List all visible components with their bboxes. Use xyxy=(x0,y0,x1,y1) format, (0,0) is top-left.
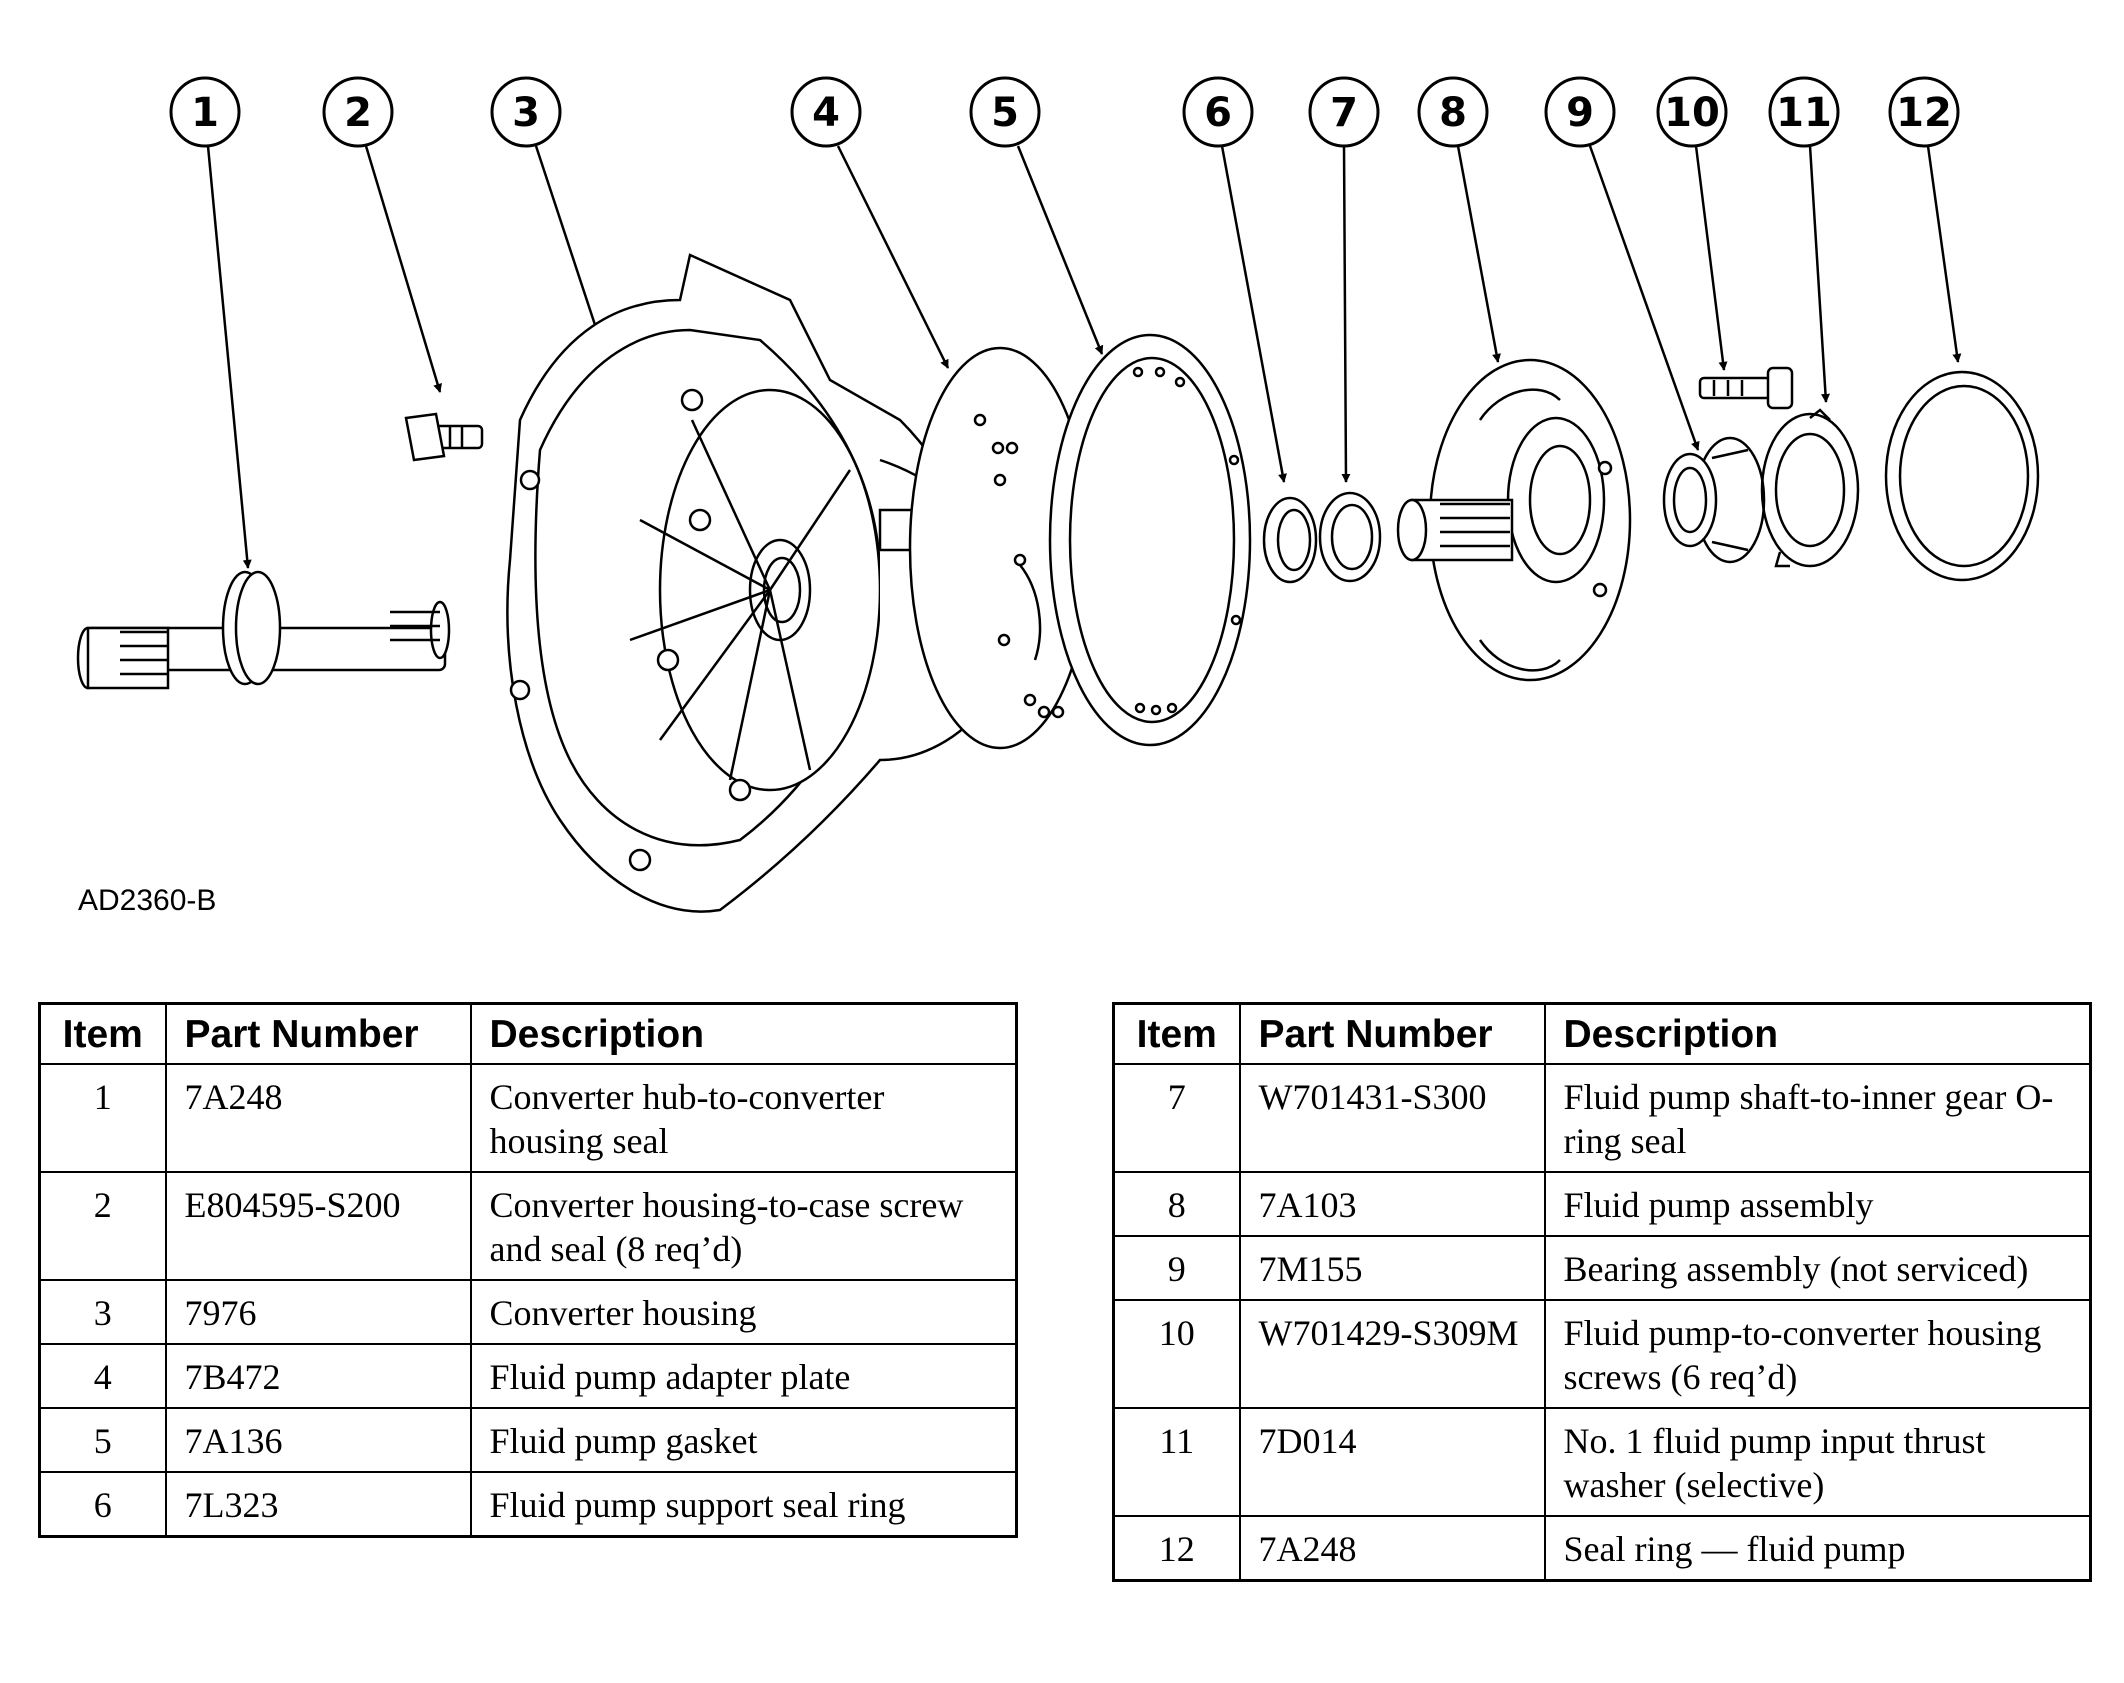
description-cell: Converter housing xyxy=(469,1279,1018,1345)
description-cell: Fluid pump-to-converter housing screws (… xyxy=(1543,1299,2092,1409)
item-cell: 7 xyxy=(1112,1063,1241,1173)
callout-10: 10 xyxy=(1664,90,1720,136)
header-description: Description xyxy=(469,1002,1018,1065)
table-row: 12 7A248 Seal ring — fluid pump xyxy=(1112,1515,2092,1582)
callout-9: 9 xyxy=(1566,90,1594,136)
item-cell: 3 xyxy=(38,1279,167,1345)
callout-11: 11 xyxy=(1776,90,1832,136)
part-number-cell: 7M155 xyxy=(1238,1235,1546,1301)
part-number-cell: 7A248 xyxy=(1238,1515,1546,1582)
figure-code: AD2360-B xyxy=(78,884,217,917)
table-row: 10 W701429-S309M Fluid pump-to-converter… xyxy=(1112,1299,2092,1409)
table-row: 6 7L323 Fluid pump support seal ring xyxy=(38,1471,1018,1538)
callout-8: 8 xyxy=(1439,90,1467,136)
description-cell: Fluid pump support seal ring xyxy=(469,1471,1018,1538)
item-cell: 9 xyxy=(1112,1235,1241,1301)
table-header-row: Item Part Number Description xyxy=(38,1002,1018,1065)
item-cell: 4 xyxy=(38,1343,167,1409)
description-cell: Fluid pump adapter plate xyxy=(469,1343,1018,1409)
description-cell: Bearing assembly (not serviced) xyxy=(1543,1235,2092,1301)
item-cell: 5 xyxy=(38,1407,167,1473)
table-row: 3 7976 Converter housing xyxy=(38,1279,1018,1345)
item-cell: 12 xyxy=(1112,1515,1241,1582)
callout-group xyxy=(169,76,1960,148)
table-row: 4 7B472 Fluid pump adapter plate xyxy=(38,1343,1018,1409)
table-row: 11 7D014 No. 1 fluid pump input thrust w… xyxy=(1112,1407,2092,1517)
callout-5: 5 xyxy=(991,90,1019,136)
description-cell: No. 1 fluid pump input thrust washer (se… xyxy=(1543,1407,2092,1517)
pump-seal-ring-part xyxy=(1884,370,2040,582)
header-part-number: Part Number xyxy=(164,1002,472,1065)
description-cell: Seal ring — fluid pump xyxy=(1543,1515,2092,1582)
item-cell: 8 xyxy=(1112,1171,1241,1237)
housing-screw-part xyxy=(404,412,484,462)
part-number-cell: 7L323 xyxy=(164,1471,472,1538)
parts-table-left: Item Part Number Description 1 7A248 Con… xyxy=(38,1002,1018,1538)
pump-gasket-part xyxy=(1048,333,1252,747)
part-number-cell: 7976 xyxy=(164,1279,472,1345)
item-cell: 11 xyxy=(1112,1407,1241,1517)
input-shaft-seal-part xyxy=(76,570,451,690)
table-row: 9 7M155 Bearing assembly (not serviced) xyxy=(1112,1235,2092,1301)
callout-1: 1 xyxy=(191,90,219,136)
header-item: Item xyxy=(38,1002,167,1065)
item-cell: 1 xyxy=(38,1063,167,1173)
table-row: 2 E804595-S200 Converter housing-to-case… xyxy=(38,1171,1018,1281)
thrust-washer-part xyxy=(1760,408,1860,568)
header-part-number: Part Number xyxy=(1238,1002,1546,1065)
description-cell: Converter housing-to-case screw and seal… xyxy=(469,1171,1018,1281)
exploded-view-diagram: 1 2 3 4 5 6 7 8 9 10 11 12 xyxy=(76,76,2040,913)
table-row: 7 W701431-S300 Fluid pump shaft-to-inner… xyxy=(1112,1063,2092,1173)
part-number-cell: 7A103 xyxy=(1238,1171,1546,1237)
description-cell: Fluid pump gasket xyxy=(469,1407,1018,1473)
callout-4: 4 xyxy=(812,90,840,136)
o-ring-seal-part xyxy=(1318,491,1382,583)
table-row: 5 7A136 Fluid pump gasket xyxy=(38,1407,1018,1473)
parts-table-right: Item Part Number Description 7 W701431-S… xyxy=(1112,1002,2092,1582)
fluid-pump-assembly-part xyxy=(1396,358,1632,682)
item-cell: 2 xyxy=(38,1171,167,1281)
table-row: 1 7A248 Converter hub-to-converter housi… xyxy=(38,1063,1018,1173)
part-number-cell: 7D014 xyxy=(1238,1407,1546,1517)
callout-7: 7 xyxy=(1330,90,1358,136)
item-cell: 10 xyxy=(1112,1299,1241,1409)
header-description: Description xyxy=(1543,1002,2092,1065)
callout-12: 12 xyxy=(1896,90,1952,136)
description-cell: Fluid pump shaft-to-inner gear O-ring se… xyxy=(1543,1063,2092,1173)
bearing-assembly-part xyxy=(1662,436,1766,564)
part-number-cell: W701429-S309M xyxy=(1238,1299,1546,1409)
adapter-plate-part xyxy=(908,346,1092,750)
part-number-cell: W701431-S300 xyxy=(1238,1063,1546,1173)
pump-screw-part xyxy=(1698,366,1794,410)
header-item: Item xyxy=(1112,1002,1241,1065)
callout-6: 6 xyxy=(1204,90,1232,136)
support-seal-ring-part xyxy=(1262,496,1318,584)
part-number-cell: 7A248 xyxy=(164,1063,472,1173)
description-cell: Fluid pump assembly xyxy=(1543,1171,2092,1237)
part-number-cell: 7A136 xyxy=(164,1407,472,1473)
table-header-row: Item Part Number Description xyxy=(1112,1002,2092,1065)
callout-2: 2 xyxy=(344,90,372,136)
leader-lines xyxy=(206,145,1962,569)
item-cell: 6 xyxy=(38,1471,167,1538)
part-number-cell: E804595-S200 xyxy=(164,1171,472,1281)
description-cell: Converter hub-to-converter housing seal xyxy=(469,1063,1018,1173)
callout-3: 3 xyxy=(512,90,540,136)
table-row: 8 7A103 Fluid pump assembly xyxy=(1112,1171,2092,1237)
part-number-cell: 7B472 xyxy=(164,1343,472,1409)
